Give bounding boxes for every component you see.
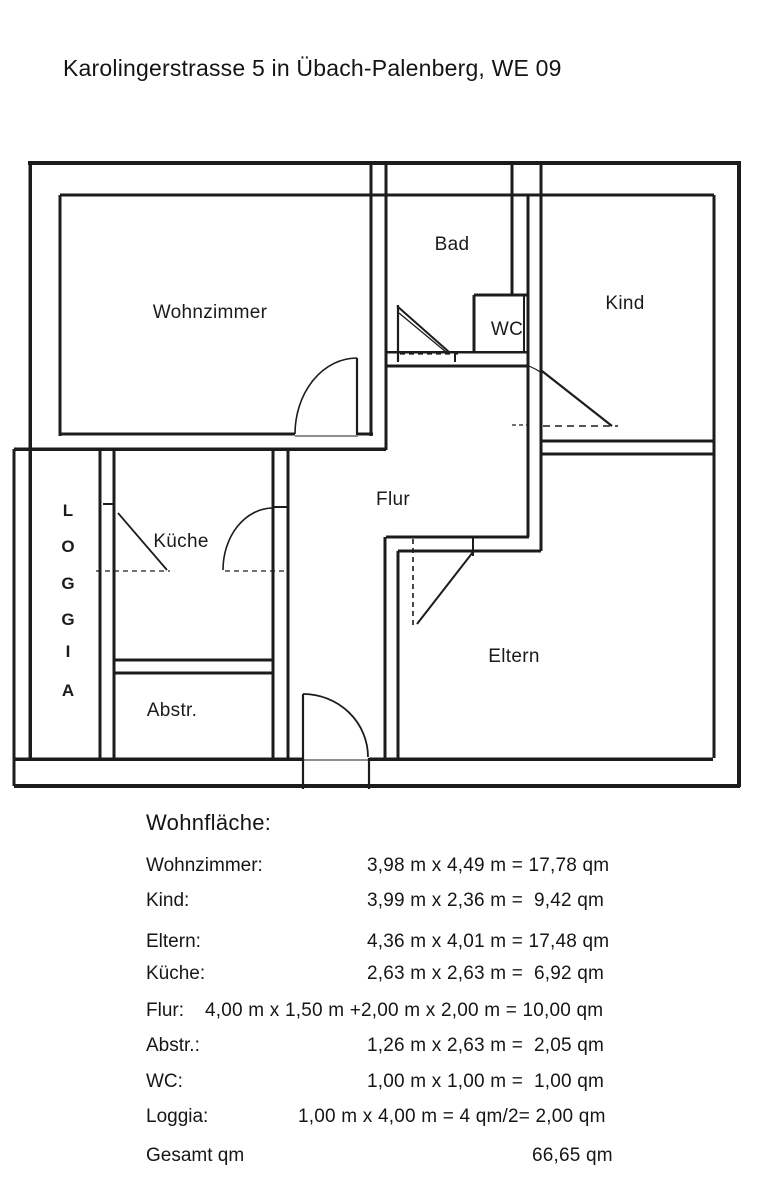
row-label: Eltern: bbox=[146, 931, 201, 952]
table-row-wc: WC: 1,00 m x 1,00 m = 1,00 qm bbox=[146, 1071, 666, 1101]
row-label: Abstr.: bbox=[146, 1035, 200, 1056]
table-row-flur: Flur: 4,00 m x 1,50 m +2,00 m x 2,00 m =… bbox=[146, 1000, 666, 1030]
row-value: 4,00 m x 1,50 m +2,00 m x 2,00 m = 10,00… bbox=[205, 1000, 604, 1021]
room-label-kueche: Küche bbox=[153, 531, 209, 552]
table-row-kind: Kind: 3,99 m x 2,36 m = 9,42 qm bbox=[146, 890, 666, 920]
row-label: Küche: bbox=[146, 963, 206, 984]
row-label: Wohnzimmer: bbox=[146, 855, 263, 876]
row-value: 3,98 m x 4,49 m = 17,78 qm bbox=[367, 855, 610, 876]
room-label-wohnzimmer: Wohnzimmer bbox=[152, 302, 268, 323]
table-row-kueche: Küche: 2,63 m x 2,63 m = 6,92 qm bbox=[146, 963, 666, 993]
row-label: WC: bbox=[146, 1071, 183, 1092]
row-value: 4,36 m x 4,01 m = 17,48 qm bbox=[367, 931, 610, 952]
loggia-letter-1: L bbox=[62, 501, 74, 520]
row-label: Kind: bbox=[146, 890, 190, 911]
row-label: Gesamt qm bbox=[146, 1145, 245, 1166]
table-heading: Wohnfläche: bbox=[146, 810, 272, 835]
walls bbox=[12, 161, 741, 788]
loggia-letter-5: I bbox=[65, 642, 71, 661]
room-label-bad: Bad bbox=[434, 234, 470, 255]
table-row-loggia: Loggia: 1,00 m x 4,00 m = 4 qm/2= 2,00 q… bbox=[146, 1106, 666, 1136]
loggia-letter-6: A bbox=[61, 681, 75, 700]
table-row-eltern: Eltern: 4,36 m x 4,01 m = 17,48 qm bbox=[146, 931, 666, 961]
door-swings bbox=[96, 305, 618, 789]
loggia-letter-3: G bbox=[61, 574, 75, 593]
living-area-table: Wohnfläche: Wohnzimmer: 3,98 m x 4,49 m … bbox=[146, 0, 666, 1200]
room-label-eltern: Eltern bbox=[488, 646, 540, 667]
row-value: 1,00 m x 4,00 m = 4 qm/2= 2,00 qm bbox=[298, 1106, 606, 1127]
row-value: 66,65 qm bbox=[532, 1145, 613, 1166]
row-value: 2,63 m x 2,63 m = 6,92 qm bbox=[367, 963, 605, 984]
table-row-abstellraum: Abstr.: 1,26 m x 2,63 m = 2,05 qm bbox=[146, 1035, 666, 1065]
document-title: Karolingerstrasse 5 in Übach-Palenberg, … bbox=[63, 55, 562, 81]
room-label-abstellraum: Abstr. bbox=[146, 700, 198, 721]
row-value: 3,99 m x 2,36 m = 9,42 qm bbox=[367, 890, 605, 911]
table-row-gesamt: Gesamt qm 66,65 qm bbox=[146, 1145, 666, 1175]
row-value: 1,26 m x 2,63 m = 2,05 qm bbox=[367, 1035, 605, 1056]
row-label: Loggia: bbox=[146, 1106, 209, 1127]
row-value: 1,00 m x 1,00 m = 1,00 qm bbox=[367, 1071, 605, 1092]
row-label: Flur: bbox=[146, 1000, 184, 1021]
table-row-wohnzimmer: Wohnzimmer: 3,98 m x 4,49 m = 17,78 qm bbox=[146, 855, 666, 885]
room-label-wc: WC bbox=[490, 319, 524, 340]
loggia-letter-4: G bbox=[61, 610, 75, 629]
room-label-kind: Kind bbox=[605, 293, 645, 314]
room-label-flur: Flur bbox=[376, 489, 410, 510]
loggia-letter-2: O bbox=[61, 537, 75, 556]
